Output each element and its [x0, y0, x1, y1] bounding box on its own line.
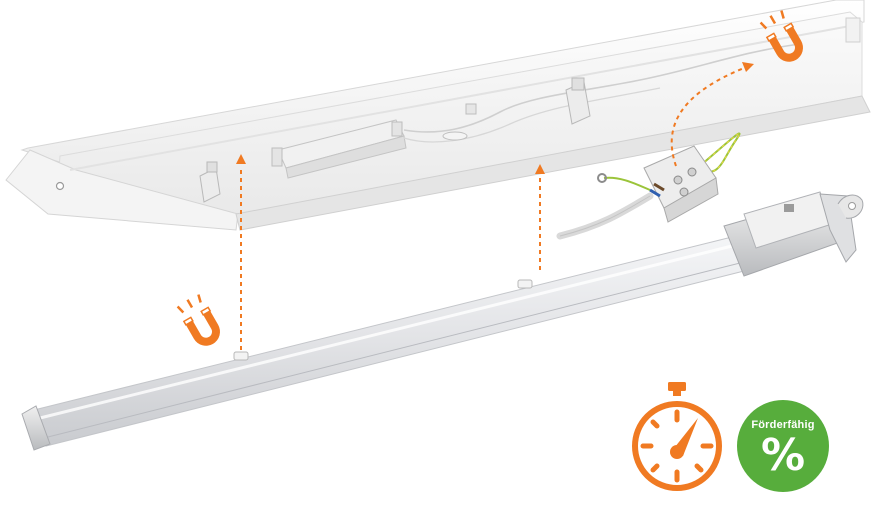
mounting-clip-right [565, 77, 591, 125]
magnet-icon [176, 294, 220, 346]
terminal-block [556, 132, 741, 240]
luminaire-housing [5, 0, 871, 231]
led-driver [271, 119, 407, 179]
stopwatch-icon [632, 382, 722, 491]
mounting-clip-left [199, 161, 221, 203]
magnet-icon [759, 10, 803, 62]
led-tube-luminaire [21, 191, 864, 451]
badge-percent-symbol: % [760, 430, 806, 481]
assembly-arrows [240, 67, 745, 350]
arrow-heads [236, 62, 754, 174]
percent-badge-icon [737, 400, 829, 492]
badge-label: Förderfähig [751, 419, 815, 431]
